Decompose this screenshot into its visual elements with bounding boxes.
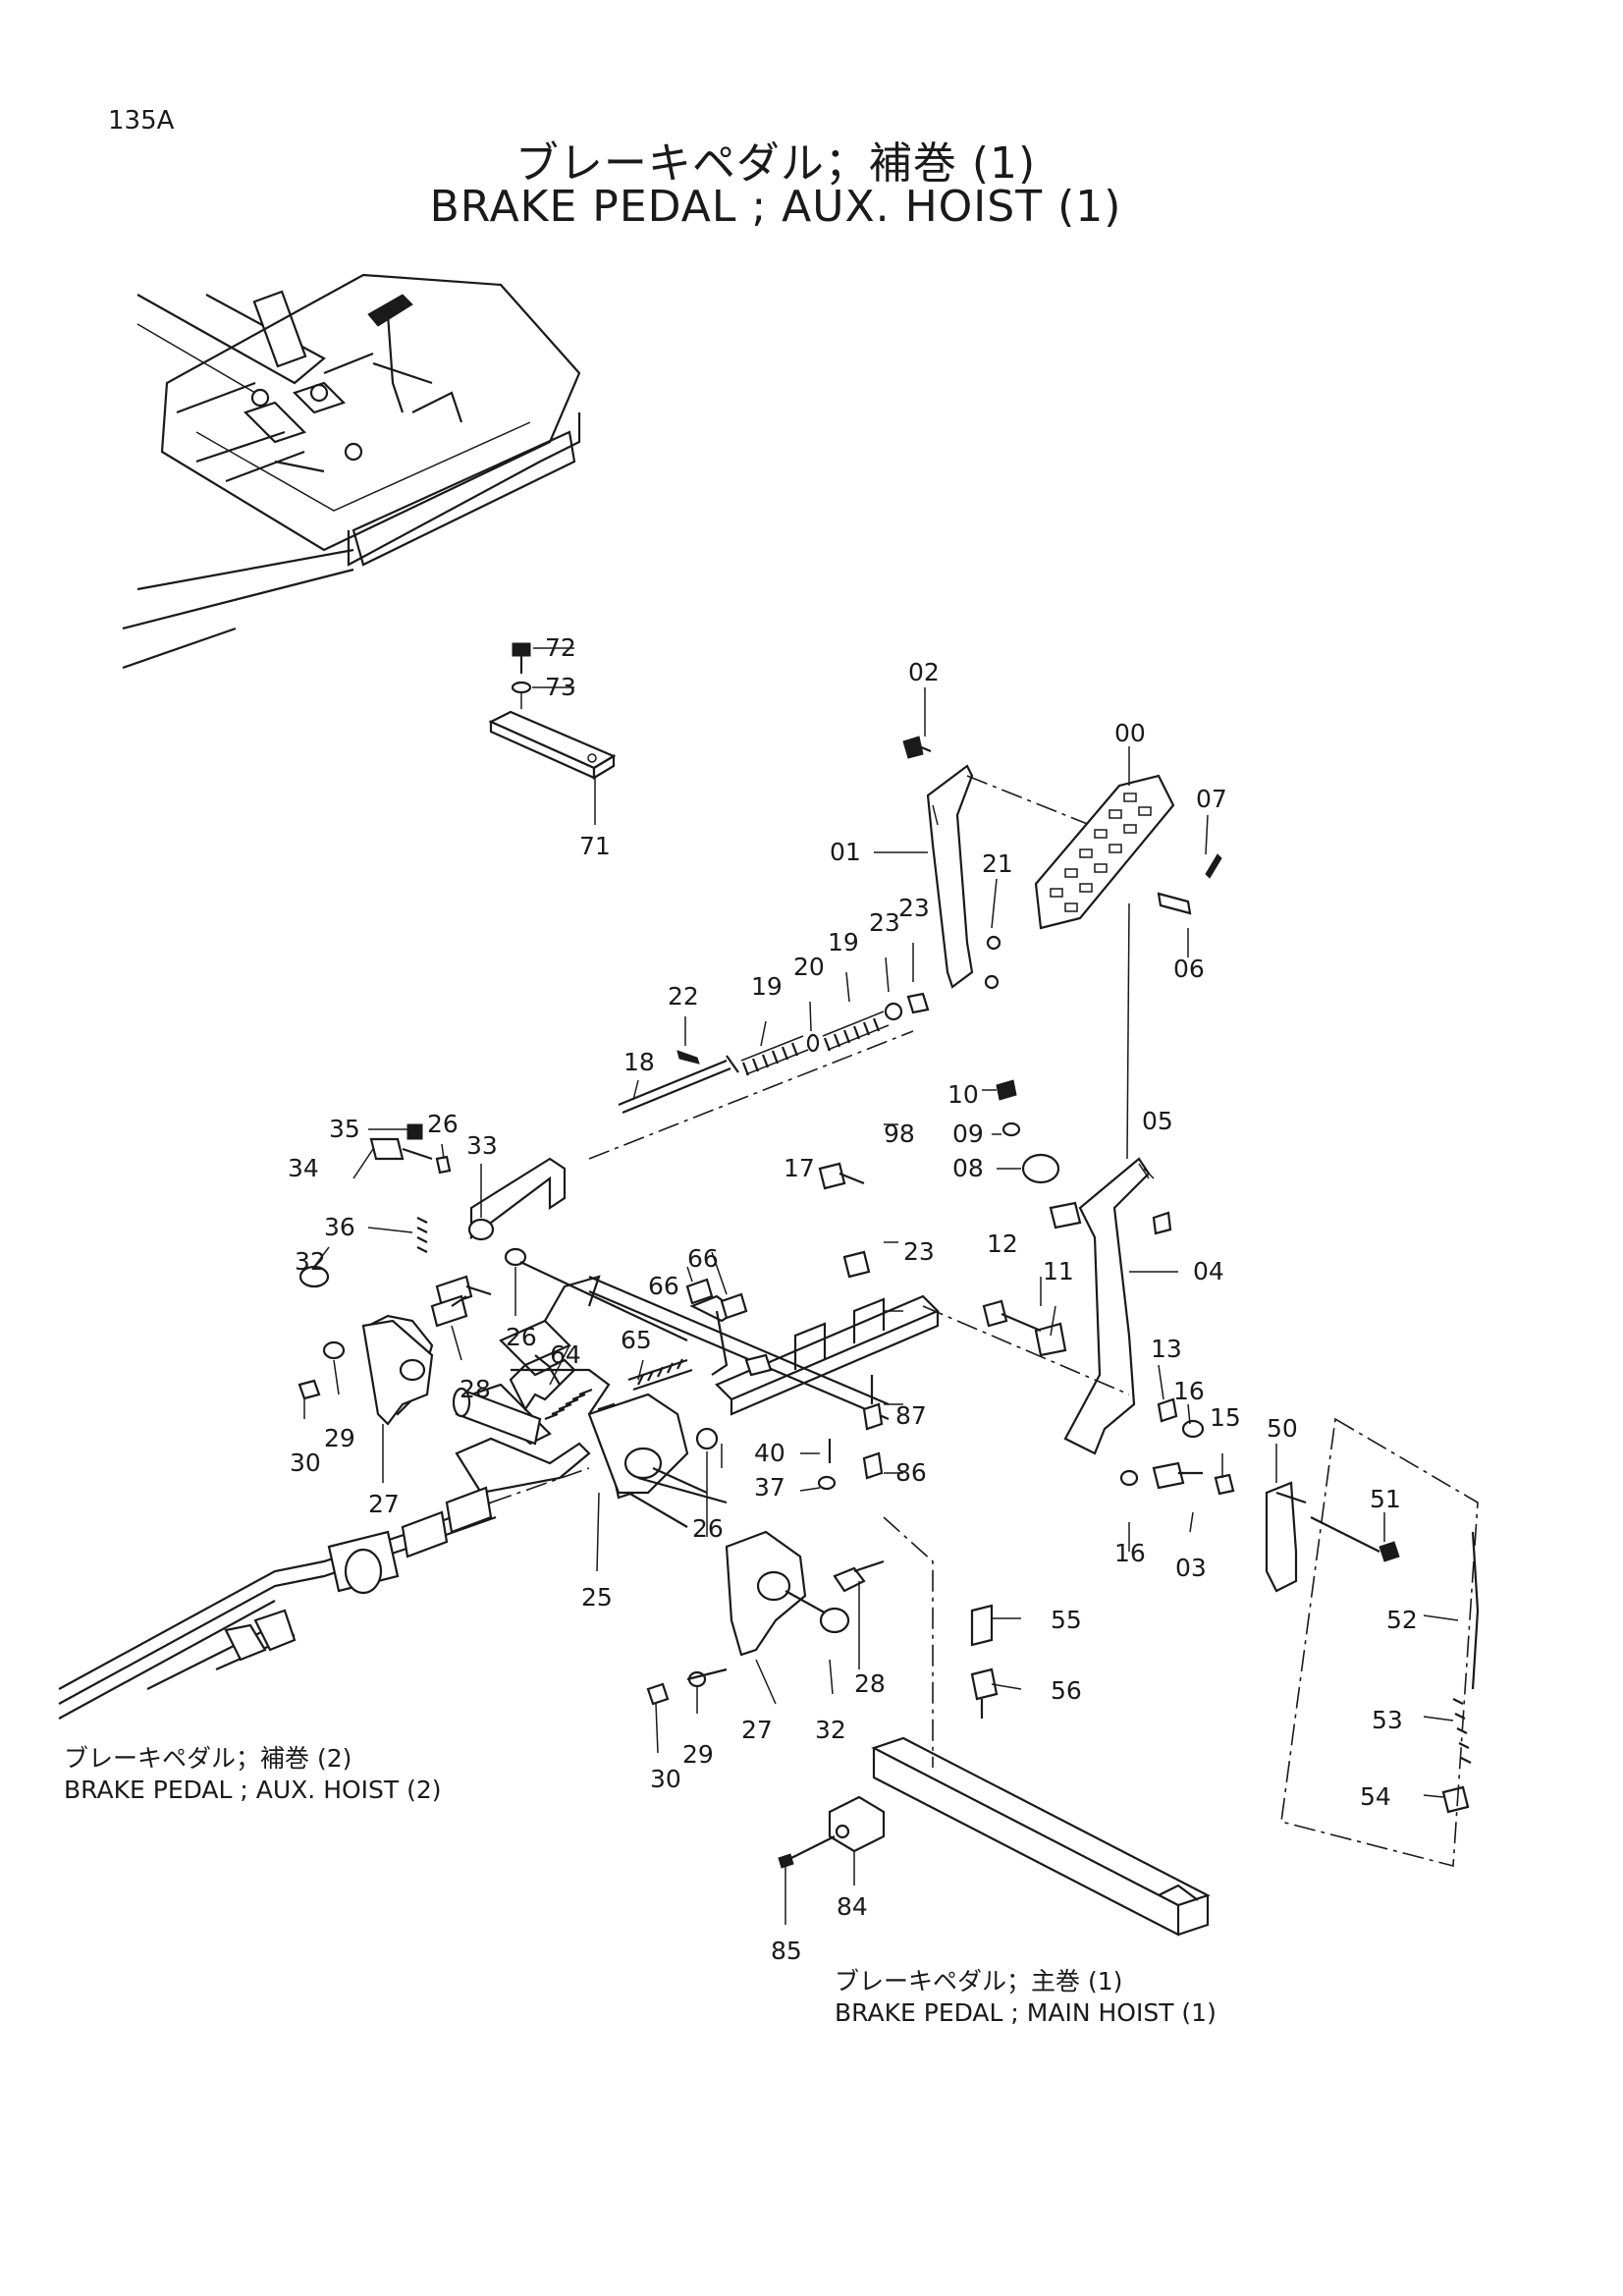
part-label: 54 [1360,1782,1391,1811]
lever-04-group [982,1079,1235,1496]
part-label: 01 [830,838,861,866]
part-label: 37 [754,1473,785,1502]
pedal-pad-tread [1050,793,1152,912]
part-label: 52 [1386,1606,1418,1634]
part-label: 85 [771,1937,802,1965]
part-label: 06 [1173,955,1205,983]
part-number-labels: 00 01 02 03 04 05 06 07 08 09 10 11 12 1… [288,633,1418,1965]
part-label: 07 [1196,785,1227,813]
cable-assembly [58,1467,590,1720]
part-label: 73 [545,673,576,701]
part-label: 84 [837,1892,868,1921]
part-label: 19 [828,928,859,957]
overview-inset-drawing [122,273,581,670]
part-label: 53 [1372,1706,1403,1734]
part-label: 35 [329,1115,360,1143]
part-label: 56 [1051,1676,1082,1705]
bracket-27-upper [361,1294,468,1426]
part-label: 03 [1175,1554,1207,1582]
part-label: 05 [1142,1107,1173,1135]
springs-64-65 [544,1294,773,1421]
pedal-lever-group [902,736,1222,1160]
part-label: 32 [295,1247,326,1276]
misc-small-parts [685,1162,871,1491]
cover-plate-assembly [488,642,617,825]
bracket-50-cable [1265,1417,1480,1868]
title-english: BRAKE PEDAL ; AUX. HOIST (1) [429,182,1122,232]
caption-aux-hoist-2-en: BRAKE PEDAL ; AUX. HOIST (2) [64,1776,442,1804]
part-label: 87 [895,1401,927,1430]
part-label: 66 [648,1272,679,1300]
page-number: 135A [108,106,175,136]
part-label: 12 [987,1230,1018,1258]
caption-aux-hoist-2-jp: ブレーキペダル；補巻 (2) [64,1744,352,1773]
part-label: 08 [952,1154,984,1182]
spring-rod-assembly [588,974,1000,1160]
part-label: 66 [687,1244,719,1273]
shaft-25-group [452,1354,728,1528]
part-label: 15 [1210,1403,1241,1432]
part-label: 33 [466,1131,498,1160]
caption-main-hoist-1-jp: ブレーキペダル；主巻 (1) [835,1967,1123,1995]
part-label: 98 [884,1120,915,1148]
part-label: 40 [754,1439,785,1467]
part-label: 30 [650,1765,681,1793]
part-label: 32 [815,1716,846,1744]
part-label: 27 [741,1716,773,1744]
part-label: 65 [621,1326,652,1354]
part-label: 02 [908,658,940,686]
part-label: 16 [1114,1539,1146,1567]
caption-main-hoist-1: ブレーキペダル；主巻 (1) BRAKE PEDAL ; MAIN HOIST … [835,1966,1217,2029]
part-label: 30 [290,1449,321,1477]
part-label: 26 [427,1110,459,1138]
part-label: 72 [545,633,576,662]
part-label: 26 [692,1514,724,1543]
part-label: 19 [751,972,783,1001]
shaft-frame [455,1275,1130,1495]
part-label: 26 [506,1323,537,1351]
caption-aux-hoist-2: ブレーキペダル；補巻 (2) BRAKE PEDAL ; AUX. HOIST … [64,1743,442,1806]
part-label: 22 [668,982,699,1011]
part-label: 04 [1193,1257,1224,1285]
part-label: 09 [952,1120,984,1148]
part-label: 64 [550,1340,581,1369]
title-japanese: ブレーキペダル；補巻 (1) [514,138,1037,189]
part-label: 27 [368,1490,400,1518]
part-label: 00 [1114,719,1146,747]
part-label: 21 [982,849,1013,878]
bracket-27-lower [646,1530,885,1706]
part-label: 55 [1051,1606,1082,1634]
part-label: 29 [682,1740,714,1769]
part-label: 25 [581,1583,613,1612]
part-label: 18 [623,1048,655,1076]
part-label: 23 [903,1237,935,1266]
part-label: 51 [1370,1485,1401,1513]
part-label: 10 [947,1080,979,1109]
part-label: 17 [784,1154,815,1182]
part-label: 29 [324,1424,355,1452]
part-label: 36 [324,1213,355,1241]
part-label: 50 [1267,1414,1298,1443]
part-label: 71 [579,832,611,860]
part-label: 28 [460,1375,491,1403]
leader-lines [303,687,1459,1925]
part-label: 16 [1173,1377,1205,1405]
part-label: 86 [895,1458,927,1487]
part-label: 34 [288,1154,319,1182]
caption-main-hoist-1-en: BRAKE PEDAL ; MAIN HOIST (1) [835,1998,1217,2027]
part-label: 23 [869,908,900,937]
part-label: 20 [793,953,825,981]
part-label: 28 [854,1669,886,1698]
left-lever-group [298,1123,688,1416]
part-label: 13 [1151,1335,1182,1363]
part-label: 11 [1043,1257,1074,1285]
part-label: 23 [898,894,930,922]
main-hoist-frame [778,1375,1211,1937]
